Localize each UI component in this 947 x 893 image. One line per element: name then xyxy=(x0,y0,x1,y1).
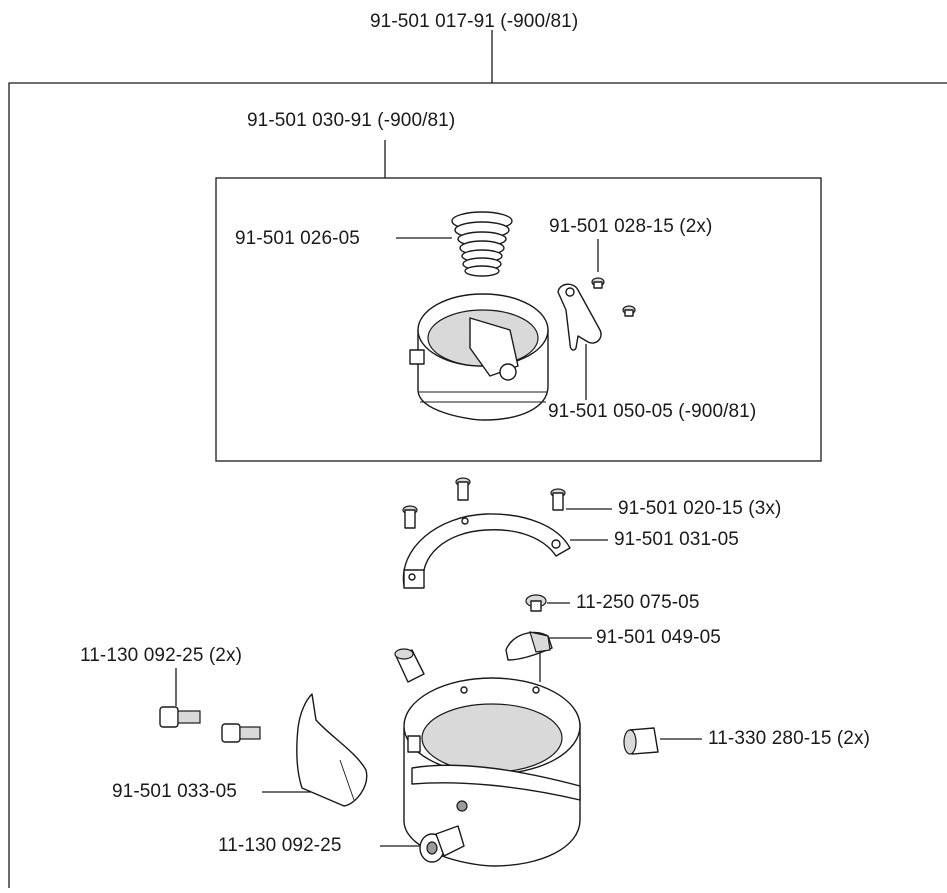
label-screw-single: 11-250 075-05 xyxy=(576,592,700,613)
bobbin-case-part xyxy=(409,293,549,421)
sleeve-right-part xyxy=(623,727,659,755)
outer-assembly-frame xyxy=(8,30,947,888)
sleeve-small-part xyxy=(394,648,425,683)
leader-lines xyxy=(175,237,702,847)
label-finger: 91-501 049-05 xyxy=(596,627,721,648)
bottom-screw-part xyxy=(419,825,465,863)
label-spring: 91-501 026-05 xyxy=(235,228,360,249)
conical-spring-part xyxy=(451,211,513,277)
finger-part xyxy=(505,631,553,661)
tiny-screw-part xyxy=(591,277,636,317)
ring-screws-part xyxy=(402,477,566,529)
retainer-ring-part xyxy=(402,513,571,589)
label-sleeve-2x: 11-330 280-15 (2x) xyxy=(708,728,870,749)
label-sub-assembly: 91-501 030-91 (-900/81) xyxy=(247,110,456,131)
label-screw-bottom: 11-130 092-25 xyxy=(218,835,342,856)
hook-body-part xyxy=(403,677,581,867)
label-retainer-ring: 91-501 031-05 xyxy=(614,529,739,550)
label-screw-2x-small: 91-501 028-15 (2x) xyxy=(549,216,713,237)
label-screw-2x-large: 11-130 092-25 (2x) xyxy=(80,645,242,666)
label-latch-plate: 91-501 050-05 (-900/81) xyxy=(548,401,757,422)
label-top-assembly: 91-501 017-91 (-900/81) xyxy=(370,11,579,32)
sub-assembly-frame xyxy=(215,140,822,462)
guard-part xyxy=(296,693,368,807)
label-guard: 91-501 033-05 xyxy=(112,781,237,802)
label-screw-3x: 91-501 020-15 (3x) xyxy=(618,498,782,519)
large-screws-part xyxy=(159,706,261,743)
single-screw-part xyxy=(525,594,547,612)
latch-plate-part xyxy=(557,283,602,351)
